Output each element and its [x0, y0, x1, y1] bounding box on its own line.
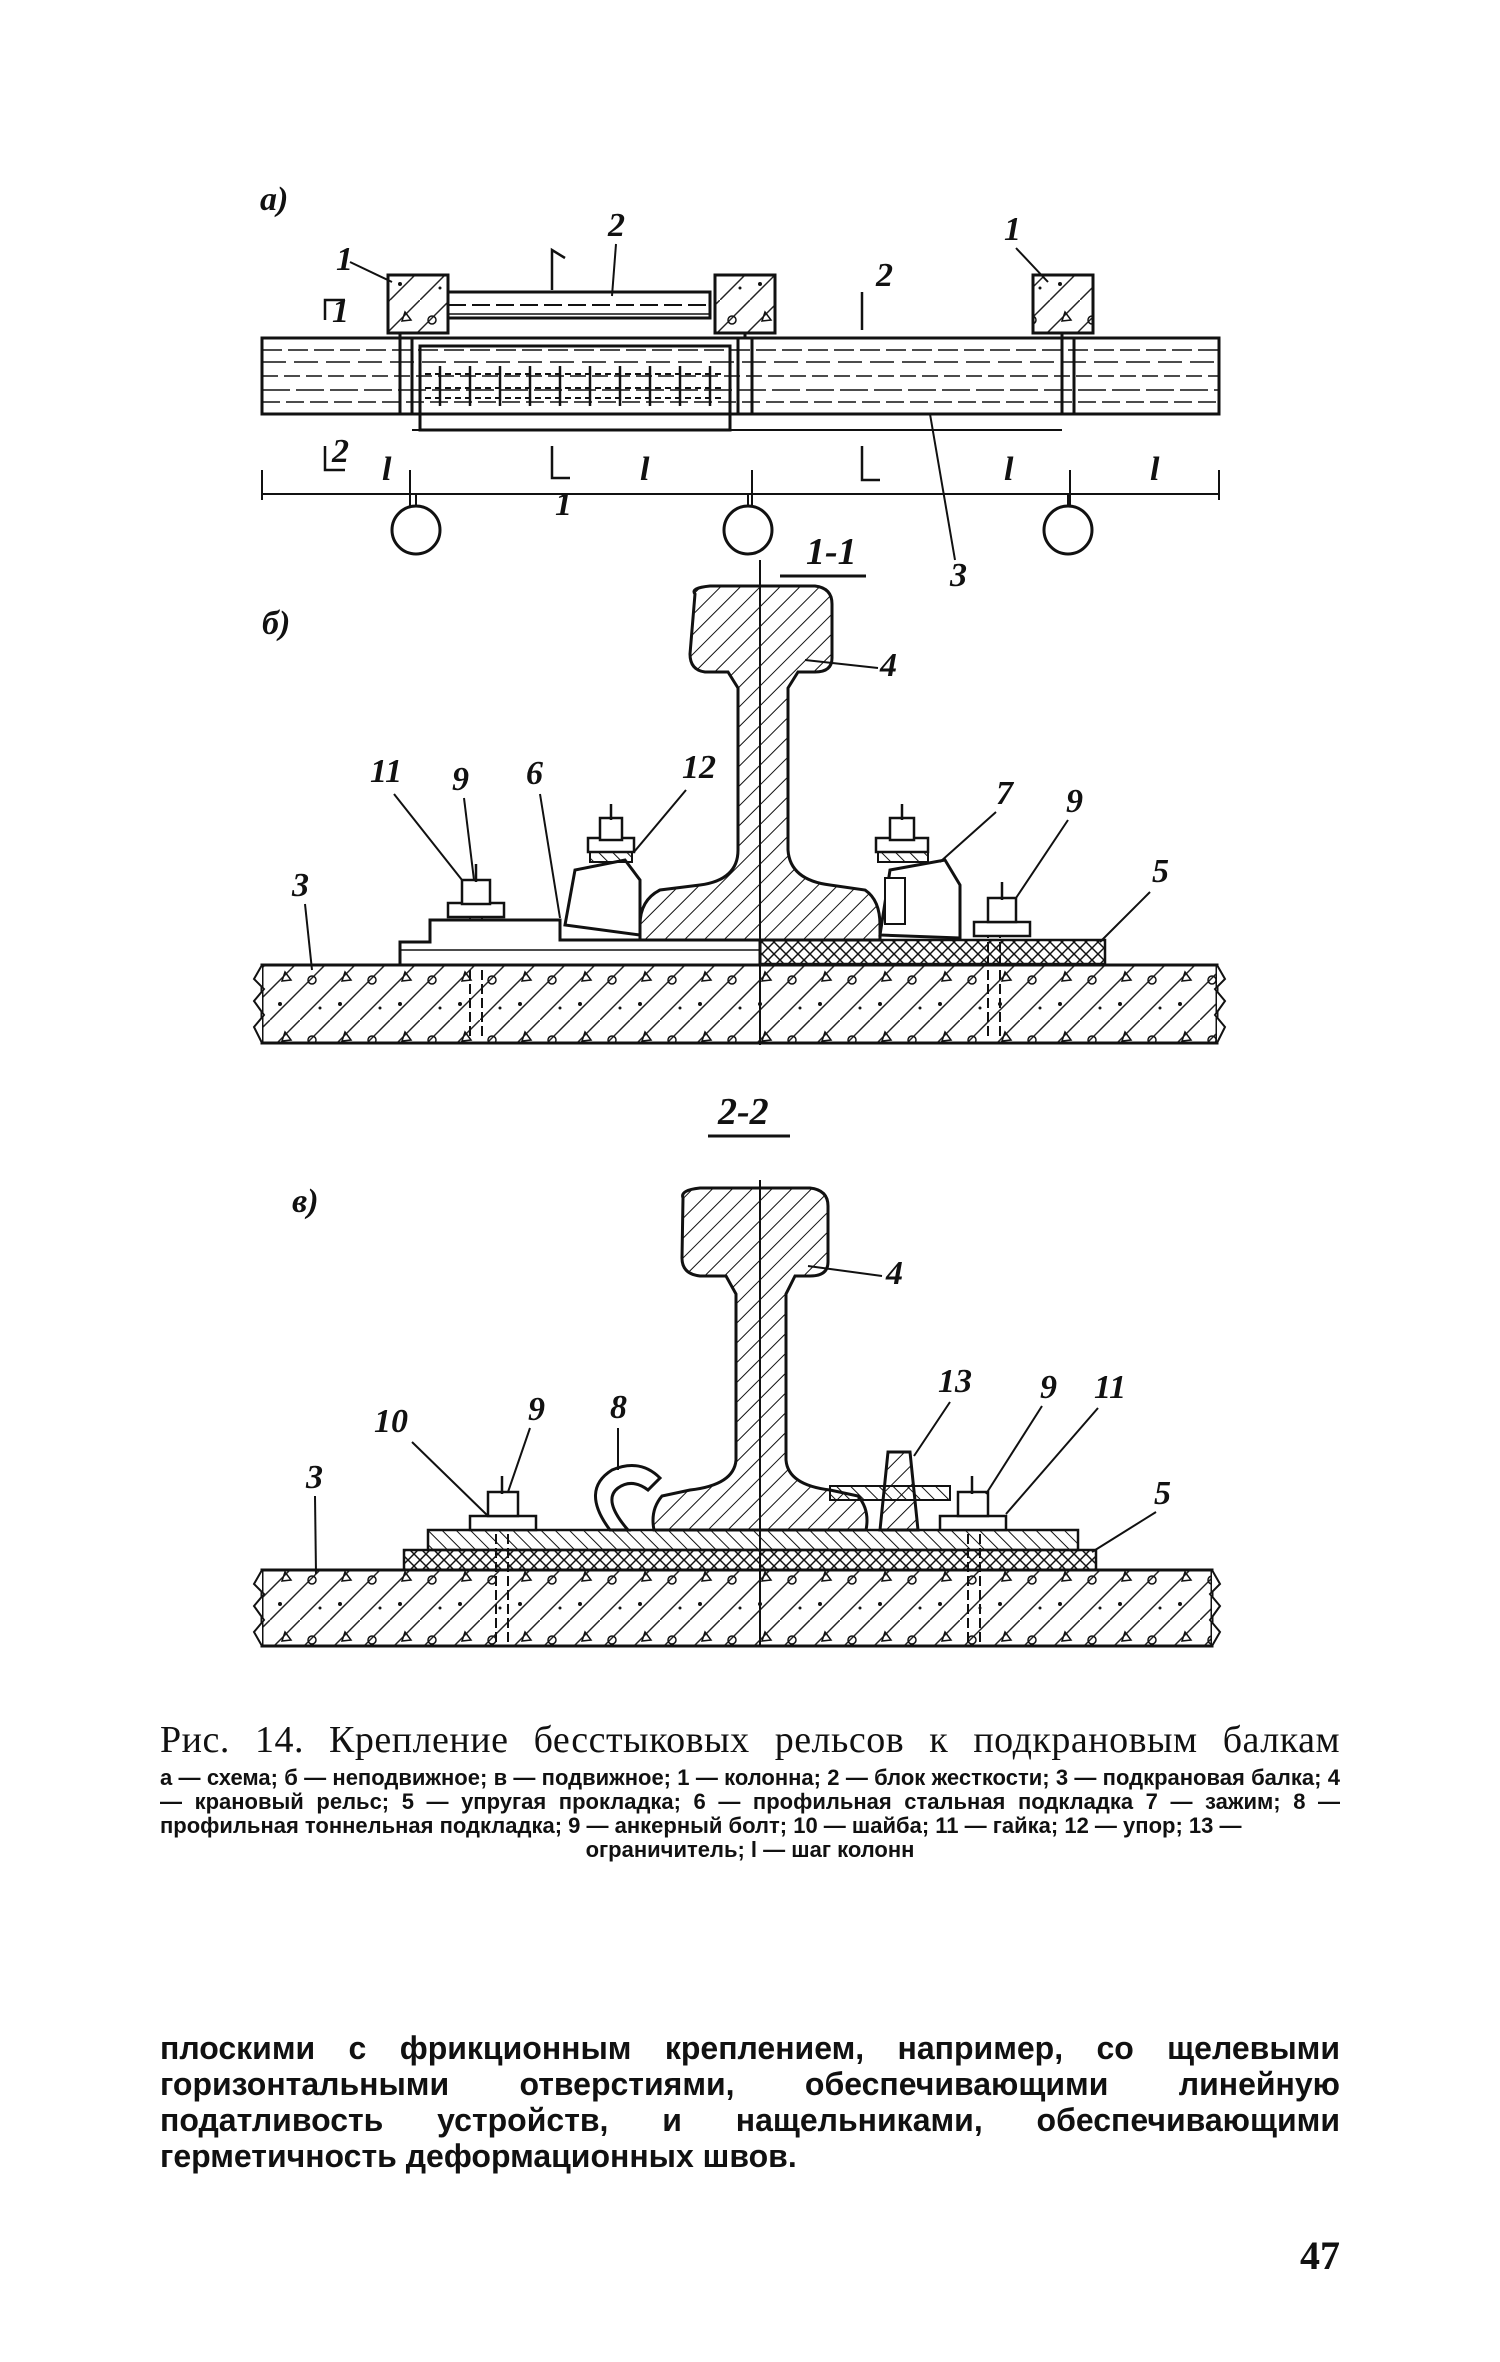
step-label-2: l — [640, 451, 650, 488]
panel-c-movable: в) 2-2 4 — [252, 1091, 1222, 1648]
callout-2: 2 — [607, 207, 625, 244]
section-mark-1a: 1 — [332, 293, 349, 330]
section-mark-2a: 2 — [875, 257, 893, 294]
caption-legend-last: ограничитель; l — шаг колонн — [585, 1837, 915, 1862]
callout-9-b-left: 9 — [452, 761, 469, 798]
callout-5-c: 5 — [1154, 1475, 1171, 1512]
callout-8: 8 — [610, 1389, 627, 1426]
panel-b-fixed: б) 1-1 — [252, 531, 1227, 1045]
callout-12: 12 — [682, 749, 716, 786]
callout-11-c: 11 — [1094, 1369, 1126, 1406]
panel-c-label: в) — [292, 1183, 319, 1220]
page-number: 47 — [1300, 2233, 1340, 2278]
section-title-1-1: 1-1 — [806, 531, 857, 573]
callout-4-b: 4 — [879, 647, 897, 684]
callout-9-c-right: 9 — [1040, 1369, 1057, 1406]
caption-title: Рис. 14. Крепление бесстыковых рельсов к… — [160, 1719, 1340, 1761]
callout-3-c: 3 — [305, 1459, 323, 1496]
callout-1-left: 1 — [336, 241, 353, 278]
callout-1-right: 1 — [1004, 211, 1021, 248]
figure-14-drawing: а) — [252, 181, 1227, 1648]
step-label-3: l — [1004, 451, 1014, 488]
callout-9-b-right: 9 — [1066, 783, 1083, 820]
panel-b-label: б) — [262, 605, 290, 642]
step-label-1: l — [382, 451, 392, 488]
callout-13: 13 — [938, 1363, 972, 1400]
figure-caption: Рис. 14. Крепление бесстыковых рельсов к… — [160, 1718, 1340, 1862]
callout-11-b: 11 — [370, 753, 402, 790]
callout-9-c-left: 9 — [528, 1391, 545, 1428]
section-mark-2b: 2 — [331, 433, 349, 470]
callout-6: 6 — [526, 755, 543, 792]
callout-4-c: 4 — [885, 1255, 903, 1292]
callout-7: 7 — [996, 775, 1015, 812]
panel-a-scheme: а) — [260, 181, 1221, 594]
body-paragraph: плоскими с фрикционным креплением, напри… — [160, 2030, 1340, 2174]
callout-3-b: 3 — [291, 867, 309, 904]
section-title-2-2: 2-2 — [717, 1091, 769, 1133]
caption-legend: а — схема; б — неподвижное; в — подвижно… — [160, 1766, 1340, 1862]
callout-3: 3 — [949, 557, 967, 594]
panel-a-label: а) — [260, 181, 288, 218]
callout-5-b: 5 — [1152, 853, 1169, 890]
section-mark-1b: 1 — [555, 486, 572, 523]
step-label-4: l — [1150, 451, 1160, 488]
callout-10: 10 — [374, 1403, 408, 1440]
caption-legend-text: а — схема; б — неподвижное; в — подвижно… — [160, 1765, 1340, 1838]
